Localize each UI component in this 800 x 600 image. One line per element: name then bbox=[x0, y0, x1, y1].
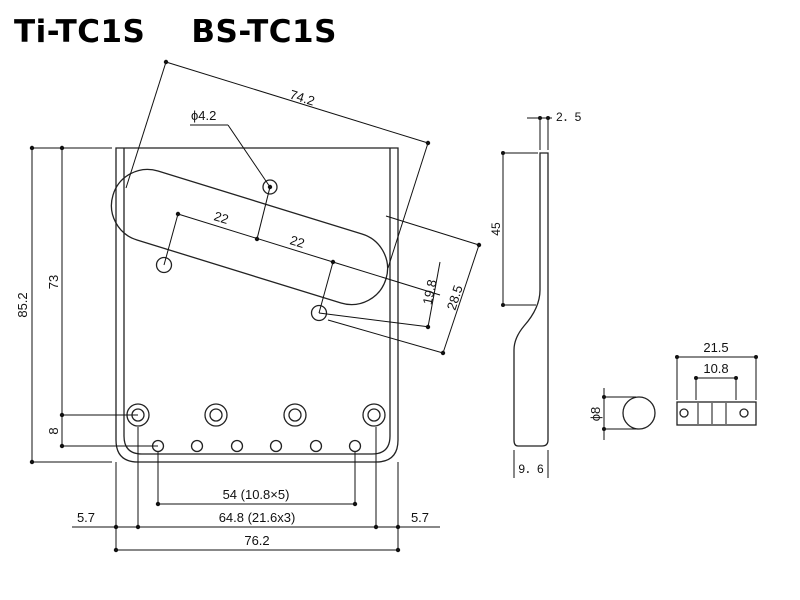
label-side-thickness: 2．5 bbox=[556, 110, 582, 124]
saddle-screw-holes bbox=[126, 403, 386, 427]
label-margin-left: 5.7 bbox=[77, 510, 95, 525]
label-offset-2: 22 bbox=[288, 232, 306, 251]
model-name-bs: BS-TC1S bbox=[191, 14, 337, 50]
page-title: Ti-TC1S BS-TC1S bbox=[14, 14, 337, 50]
label-margin-right: 5.7 bbox=[411, 510, 429, 525]
mounting-hole-right bbox=[310, 304, 328, 322]
label-saddle-width: 21.5 bbox=[703, 340, 728, 355]
side-profile bbox=[513, 152, 549, 447]
bridge-plate-side-view: 2．5 45 9．6 bbox=[489, 110, 582, 478]
saddle-end-view: ϕ8 bbox=[588, 388, 656, 440]
model-name-ti: Ti-TC1S bbox=[14, 14, 146, 50]
label-height-19-8: 19.8 bbox=[420, 278, 440, 306]
saddle-body bbox=[676, 401, 757, 426]
saddle-side-view: 21.5 10.8 bbox=[675, 340, 758, 426]
label-bottom-76-2: 76.2 bbox=[244, 533, 269, 548]
label-height-85-2: 85.2 bbox=[15, 292, 30, 317]
label-side-height: 45 bbox=[489, 222, 503, 236]
label-height-28-5: 28.5 bbox=[444, 283, 466, 312]
label-saddle-diameter: ϕ8 bbox=[588, 407, 603, 422]
label-bottom-64-8: 64.8 (21.6x3) bbox=[219, 510, 296, 525]
label-slot-length: 74.2 bbox=[288, 87, 317, 109]
bridge-plate-front-view bbox=[110, 147, 399, 463]
saddle-screw-right bbox=[739, 408, 749, 418]
label-height-8: 8 bbox=[46, 427, 61, 434]
front-view-labels: 74.2 ϕ4.2 22 22 19.8 28.5 85.2 73 8 54 (… bbox=[15, 87, 466, 548]
mounting-hole-top bbox=[262, 179, 278, 195]
label-height-73: 73 bbox=[46, 275, 61, 289]
string-holes bbox=[151, 439, 362, 453]
mounting-hole-left bbox=[155, 256, 173, 274]
saddle-end-circle bbox=[622, 396, 656, 430]
label-offset-1: 22 bbox=[212, 208, 230, 227]
label-hole-diameter: ϕ4.2 bbox=[191, 108, 216, 123]
pickup-slot bbox=[110, 168, 389, 306]
front-view-dimensions bbox=[29, 59, 482, 553]
label-saddle-screw-spacing: 10.8 bbox=[703, 361, 728, 376]
plate-inner-edge bbox=[123, 148, 391, 455]
label-side-depth: 9．6 bbox=[518, 462, 544, 476]
saddle-screw-left bbox=[679, 408, 689, 418]
label-bottom-54: 54 (10.8×5) bbox=[223, 487, 290, 502]
